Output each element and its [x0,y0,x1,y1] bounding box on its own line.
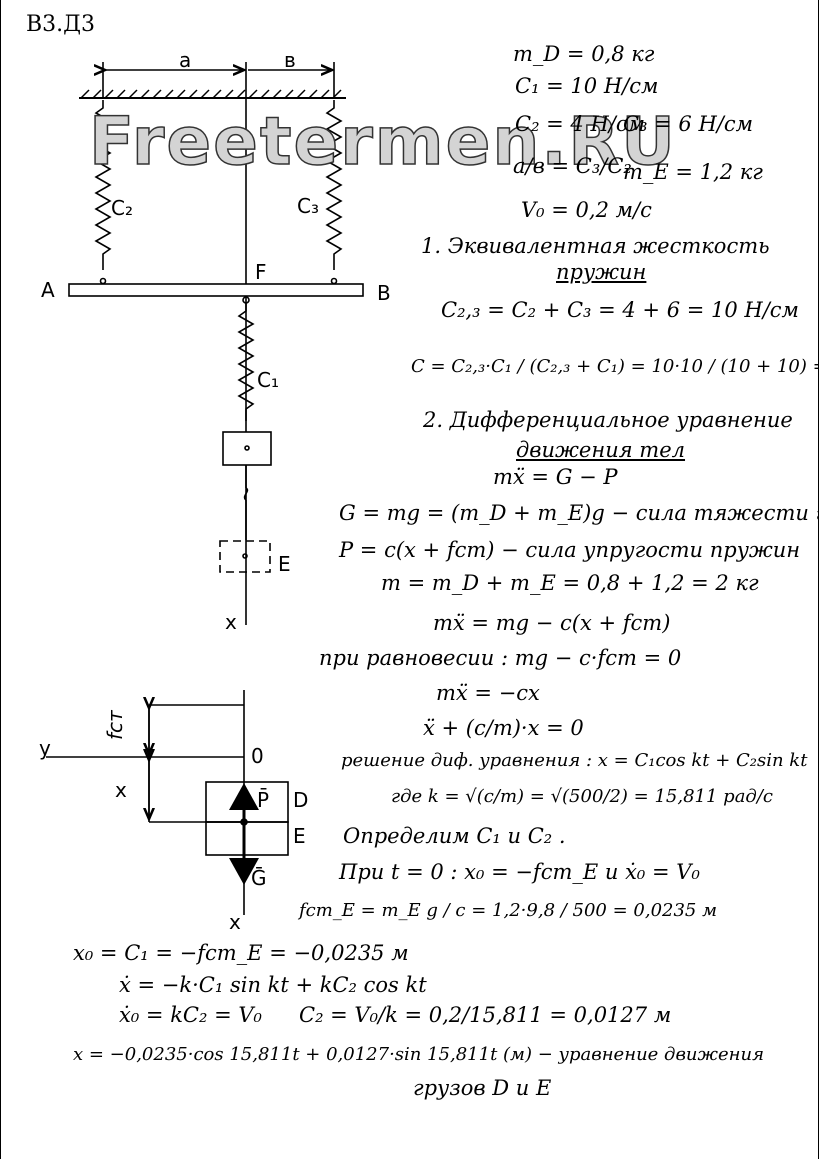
eq-k: где k = √(c/m) = √(500/2) = 15,811 рад/с [391,786,773,807]
eq-fcm-e: fст_E = m_E g / c = 1,2·9,8 / 500 = 0,02… [299,900,718,921]
block-e-dashed [219,540,271,573]
eq-mass: m = m_D + m_E = 0,8 + 1,2 = 2 кг [381,571,759,595]
eq-c2-value: C₂ = V₀/k = 0,2/15,811 = 0,0127 м [299,1003,672,1027]
section-2-subtitle: движения тел [516,438,686,462]
eq-general-solution: решение диф. уравнения : x = C₁cos kt + … [341,750,808,771]
variant-label: В3.Д3 [26,12,96,37]
dim-a: a [179,48,192,72]
label-c3: C₃ [297,194,319,218]
given-md: m_D = 0,8 кг [513,42,655,66]
initial-conditions: При t = 0 : x₀ = −fст_E и ẋ₀ = V₀ [339,860,700,884]
section-1-subtitle: пружин [556,260,647,284]
eq-gravity: G = mg = (m_D + m_E)g − сила тяжести гру… [339,501,818,525]
beam-ab [68,283,364,297]
label-e2: E [293,824,306,848]
label-p: P̄ [257,788,270,812]
block-e-2 [205,821,289,856]
eq-homogeneous: ẍ + (c/m)·x = 0 [423,716,584,740]
eq-c23: C₂,₃ = C₂ + C₃ = 4 + 6 = 10 Н/см [441,298,799,322]
ceiling-support [79,89,346,99]
dim-x: x [115,778,127,802]
label-c1: C₁ [257,368,279,392]
axis-x2: x [229,910,241,934]
eq-motion: mẍ = mg − c(x + fст) [433,611,671,635]
watermark: Freetermen.RU [88,102,677,181]
given-c2: C₂ = 4 Н/см [515,112,646,136]
spring-c3 [325,100,343,270]
eq-reduced: mẍ = −cx [436,681,540,705]
label-g: Ḡ [251,866,267,890]
eq-spring-force: P = c(x + fст) − сила упругости пружин [339,538,801,562]
dim-fcm: fст [103,710,127,740]
find-constants: Определим C₁ и C₂ . [343,824,566,848]
spring-c1 [237,303,255,421]
eq-newton: mẍ = G − P [493,465,618,489]
given-c3: C₃ = 6 Н/см [623,112,754,136]
eq-x0dot: ẋ₀ = kC₂ = V₀ [119,1003,262,1027]
label-d2: D [293,788,309,812]
label-e: E [278,552,291,576]
label-x: x [225,610,237,634]
axis-y: y [39,736,51,760]
eq-final: x = −0,0235·cos 15,811t + 0,0127·sin 15,… [73,1044,764,1065]
dim-b: в [284,48,296,72]
eq-x0: x₀ = C₁ = −fст_E = −0,0235 м [73,941,409,965]
origin-o: 0 [251,744,264,768]
eq-xdot: ẋ = −k·C₁ sin kt + kC₂ cos kt [119,973,427,997]
coordinate-diagram [46,690,289,915]
section-2-title: 2. Дифференциальное уравнение [423,408,793,432]
block-d-2 [205,781,289,823]
spring-c2 [94,100,112,270]
label-a: A [41,278,55,302]
eq-equilibrium: при равновесии : mg − c·fст = 0 [319,646,682,670]
block-d [222,431,272,466]
given-v0: V₀ = 0,2 м/с [521,198,652,222]
given-me: m_E = 1,2 кг [623,160,763,184]
section-1-title: 1. Эквивалентная жесткость [421,234,770,258]
eq-final-continued: грузов D и E [413,1076,552,1100]
label-c2: C₂ [111,196,133,220]
label-f: F [255,260,267,284]
given-ratio: a/в = C₃/C₂ [513,154,632,178]
label-b: B [377,281,391,305]
eq-c: C = C₂,₃·C₁ / (C₂,₃ + C₁) = 10·10 / (10 … [411,356,818,377]
given-c1: C₁ = 10 Н/см [515,74,659,98]
